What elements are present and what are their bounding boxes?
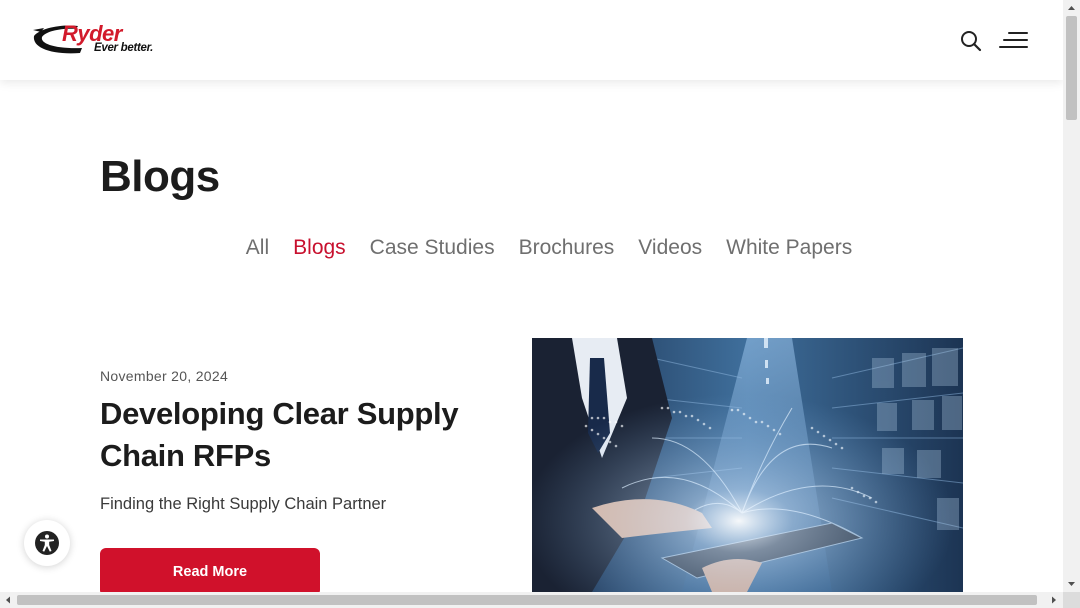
warehouse-tablet-image — [532, 338, 963, 592]
logo-wordmark: Ryder — [62, 21, 122, 46]
horizontal-scroll-thumb[interactable] — [17, 595, 1037, 605]
search-icon — [961, 31, 982, 52]
scroll-left-icon[interactable] — [0, 592, 16, 608]
menu-button[interactable] — [998, 28, 1030, 54]
tab-all[interactable]: All — [245, 236, 270, 259]
accessibility-button[interactable] — [24, 520, 70, 566]
logo-swoosh-icon — [33, 25, 82, 54]
page-viewport: Ryder Ever better. Blogs All Blogs Case … — [0, 0, 1063, 592]
tab-blogs[interactable]: Blogs — [293, 236, 346, 259]
tab-brochures[interactable]: Brochures — [518, 236, 615, 259]
scroll-right-icon[interactable] — [1046, 592, 1062, 608]
scrollbar-corner — [1063, 592, 1080, 608]
content-type-tabs: All Blogs Case Studies Brochures Videos … — [0, 236, 1063, 260]
vertical-scrollbar[interactable] — [1063, 0, 1080, 592]
article-subtitle: Finding the Right Supply Chain Partner — [100, 495, 387, 513]
page-title: Blogs — [100, 152, 220, 201]
hamburger-menu-icon — [999, 32, 1028, 48]
vertical-scroll-thumb[interactable] — [1066, 16, 1077, 120]
article-featured-image[interactable] — [532, 338, 963, 592]
read-more-button[interactable]: Read More — [100, 548, 320, 592]
logo-tagline: Ever better. — [94, 42, 154, 54]
tab-case-studies[interactable]: Case Studies — [369, 236, 495, 259]
site-header: Ryder Ever better. — [0, 0, 1063, 80]
accessibility-icon — [35, 531, 59, 555]
article-date: November 20, 2024 — [100, 368, 229, 384]
tab-white-papers[interactable]: White Papers — [726, 236, 853, 259]
horizontal-scrollbar[interactable] — [0, 592, 1063, 608]
ryder-logo[interactable]: Ryder Ever better. — [32, 20, 167, 60]
article-title[interactable]: Developing Clear Supply Chain RFPs — [100, 396, 459, 473]
search-button[interactable] — [958, 28, 984, 54]
tab-videos[interactable]: Videos — [638, 236, 703, 259]
scroll-up-icon[interactable] — [1063, 0, 1080, 16]
scroll-down-icon[interactable] — [1063, 576, 1080, 592]
